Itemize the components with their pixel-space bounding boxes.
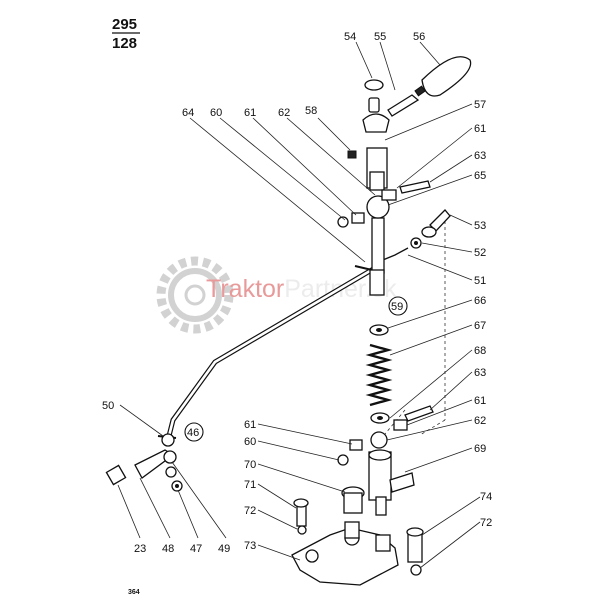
svg-text:TraktorPartner.sk: TraktorPartner.sk (206, 275, 397, 303)
ball-joint (410, 209, 451, 249)
part-label: 72 (244, 505, 256, 517)
part-label: 61 (474, 395, 486, 407)
svg-text:46: 46 (187, 427, 199, 439)
part-label: 67 (474, 320, 486, 332)
part-label: 74 (480, 491, 492, 503)
part-label: 48 (162, 543, 174, 555)
part-label: 53 (474, 220, 486, 232)
spring-assembly (365, 324, 393, 424)
shift-lever-column (366, 147, 390, 296)
part-label: 57 (474, 99, 486, 111)
part-label: 23 (134, 543, 146, 555)
gear-icon (156, 256, 234, 334)
footer-code: 364 (128, 589, 140, 596)
part-label: 54 (344, 31, 356, 43)
part-label: 68 (474, 345, 486, 357)
part-label: 64 (182, 107, 194, 119)
part-labels: 54 55 56 57 64 60 61 62 58 61 63 65 53 5… (102, 31, 492, 555)
part-label: 51 (474, 275, 486, 287)
part-label: 72 (480, 517, 492, 529)
watermark: TraktorPartner.sk (156, 256, 397, 334)
part-label: 69 (474, 443, 486, 455)
part-label: 56 (413, 31, 425, 43)
part-label: 63 (474, 367, 486, 379)
part-label: 60 (244, 436, 256, 448)
part-label: 55 (374, 31, 386, 43)
part-label: 62 (474, 415, 486, 427)
part-label: 47 (190, 543, 202, 555)
base-plate (291, 521, 424, 586)
lower-linkage (105, 433, 183, 492)
part-label: 73 (244, 540, 256, 552)
shift-rod (157, 247, 409, 443)
header-top-number: 295 (112, 16, 137, 33)
circled-reference-46: 46 (184, 422, 204, 442)
part-label: 60 (210, 107, 222, 119)
watermark-text-1: Traktor (206, 275, 284, 303)
part-label: 70 (244, 459, 256, 471)
header-bottom-number: 128 (112, 35, 137, 52)
part-label: 50 (102, 400, 114, 412)
part-label: 61 (244, 107, 256, 119)
part-label: 71 (244, 479, 256, 491)
leader-lines (117, 41, 481, 569)
pin-parts (337, 150, 431, 228)
svg-text:59: 59 (391, 301, 403, 313)
lower-fasteners (337, 405, 434, 466)
part-label: 49 (218, 543, 230, 555)
part-label: 65 (474, 170, 486, 182)
part-label: 63 (474, 150, 486, 162)
circled-reference-59: 59 (388, 296, 408, 316)
part-label: 61 (244, 419, 256, 431)
part-label: 52 (474, 247, 486, 259)
part-label: 61 (474, 123, 486, 135)
part-label: 58 (305, 105, 317, 117)
lever-housing (293, 449, 415, 535)
shift-knob-assembly (362, 56, 472, 133)
part-label: 66 (474, 295, 486, 307)
part-label: 62 (278, 107, 290, 119)
